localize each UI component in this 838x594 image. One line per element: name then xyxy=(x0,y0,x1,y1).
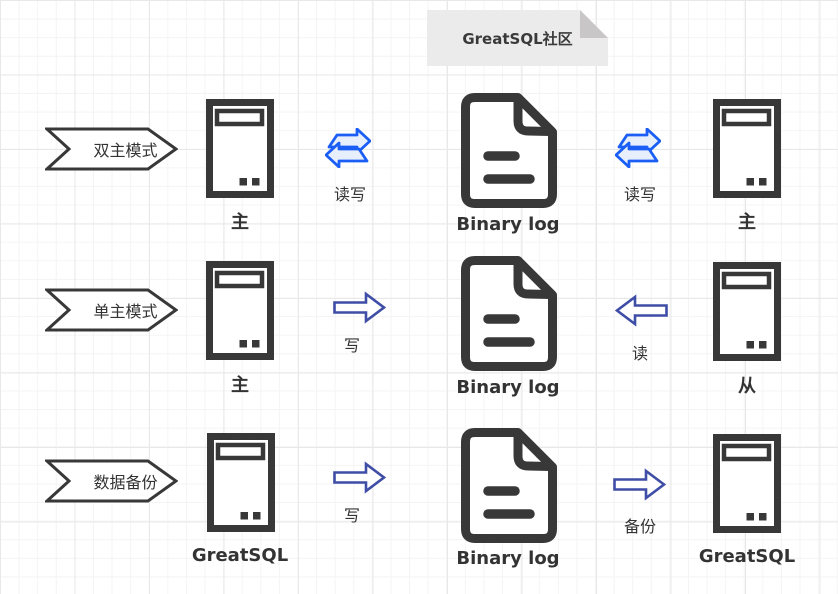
server-icon xyxy=(207,433,275,532)
arrow-caption: 写 xyxy=(343,336,360,355)
binary-log-document-icon xyxy=(458,92,558,209)
right-arrow-icon xyxy=(613,468,666,501)
left-arrow-icon xyxy=(615,294,668,327)
document-caption: Binary log xyxy=(456,377,560,398)
arrow-caption: 读写 xyxy=(333,185,366,204)
document-caption: Binary log xyxy=(456,548,560,569)
note-banner-shape xyxy=(427,10,608,66)
mode-label-dual-master: 双主模式 xyxy=(93,141,158,160)
right-arrow-icon xyxy=(333,291,386,324)
binary-log-document-icon xyxy=(458,255,558,372)
arrow-caption: 备份 xyxy=(623,517,656,536)
diagram-title: GreatSQL社区 xyxy=(462,29,573,48)
mode-label-data-backup: 数据备份 xyxy=(93,473,158,492)
server-caption: 主 xyxy=(738,212,756,233)
server-icon xyxy=(206,99,274,198)
arrow-caption: 读 xyxy=(631,344,648,363)
arrow-caption: 写 xyxy=(343,506,360,525)
server-icon xyxy=(713,434,781,533)
document-caption: Binary log xyxy=(456,214,560,235)
server-caption: 从 xyxy=(738,376,756,397)
folded-corner-icon xyxy=(580,10,608,38)
binary-log-document-icon xyxy=(458,427,558,544)
right-arrow-icon xyxy=(333,461,386,494)
server-caption: GreatSQL xyxy=(698,546,796,567)
two-way-arrow-icon xyxy=(615,128,661,168)
server-caption: GreatSQL xyxy=(191,545,289,566)
server-icon xyxy=(713,262,781,361)
two-way-arrow-icon xyxy=(325,128,371,168)
server-icon xyxy=(206,261,274,360)
arrow-caption: 读写 xyxy=(623,185,656,204)
mode-label-single-master: 单主模式 xyxy=(93,302,158,321)
server-caption: 主 xyxy=(231,212,249,233)
server-icon xyxy=(713,99,781,198)
server-caption: 主 xyxy=(231,375,249,396)
